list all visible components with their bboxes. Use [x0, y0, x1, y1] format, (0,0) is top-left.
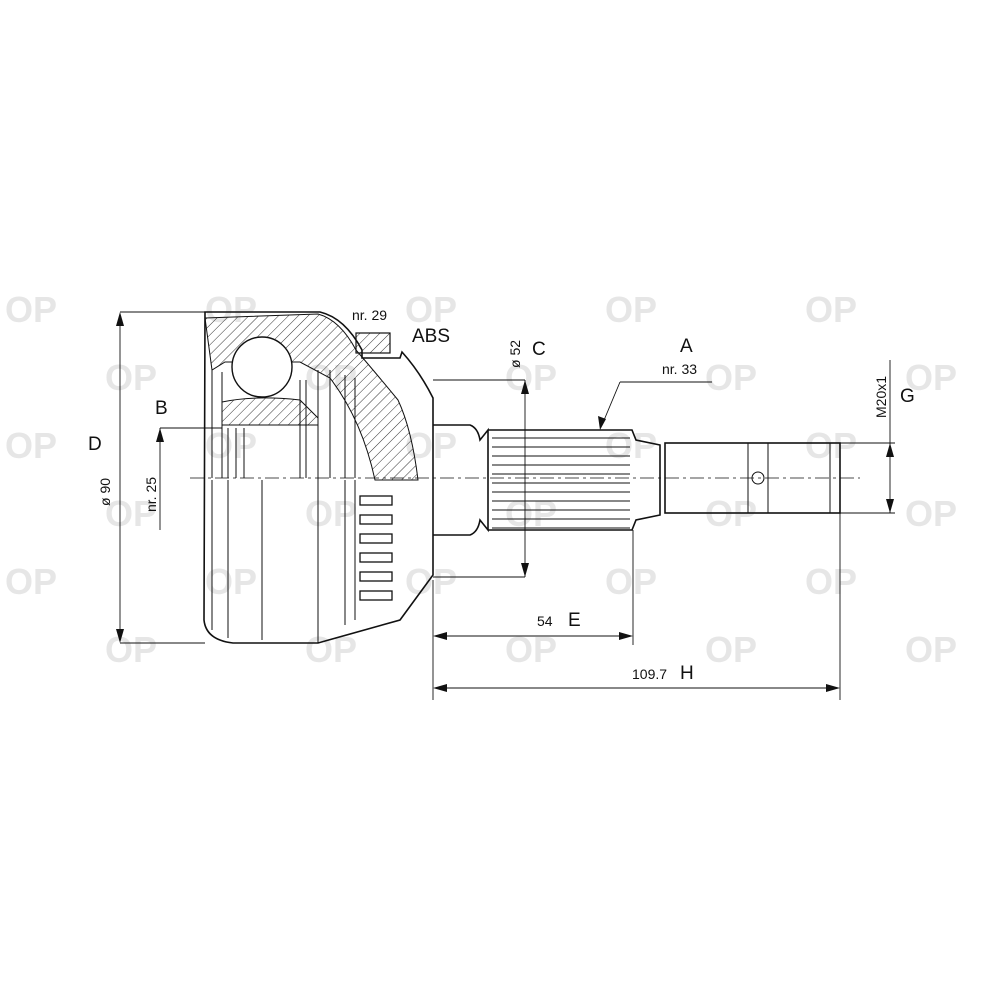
abs-ring-plate — [355, 332, 391, 354]
abs-tooth — [359, 514, 393, 525]
watermark-text: OP — [805, 561, 857, 602]
watermark-text: OP — [605, 289, 657, 330]
label-c: C — [532, 339, 546, 360]
abs-tooth — [359, 590, 393, 601]
watermark-text: OP — [505, 493, 557, 534]
ball-bearing — [231, 336, 293, 398]
watermark-text: OP — [905, 357, 957, 398]
watermark-text: OP — [705, 357, 757, 398]
dimension-lines — [116, 311, 895, 700]
watermark-text: OP — [605, 425, 657, 466]
watermark-text: OP — [305, 629, 357, 670]
label-d-value: ø 90 — [97, 478, 113, 506]
label-a: A — [680, 336, 693, 357]
watermark-text: OP — [405, 289, 457, 330]
abs-ring-teeth — [359, 495, 393, 601]
label-e: E — [568, 610, 581, 631]
label-c-value: ø 52 — [507, 340, 523, 368]
watermark-text: OP — [205, 561, 257, 602]
watermark-layer: OP OP OP OP OP OP OP OP OP OP OP OP OP OP OP OP OP OP OP OP… — [5, 289, 957, 670]
abs-tooth — [359, 571, 393, 582]
watermark-text: OP — [705, 629, 757, 670]
watermark-text: OP — [905, 493, 957, 534]
watermark-text: OP — [205, 425, 257, 466]
label-abs: ABS — [412, 326, 450, 347]
label-g: G — [900, 386, 915, 407]
abs-tooth — [359, 533, 393, 544]
label-b: B — [155, 398, 168, 419]
watermark-text: OP — [5, 425, 57, 466]
label-d: D — [88, 434, 102, 455]
abs-tooth — [359, 495, 393, 506]
watermark-text: OP — [805, 425, 857, 466]
label-h: H — [680, 663, 694, 684]
watermark-text: OP — [905, 629, 957, 670]
watermark-text: OP — [305, 493, 357, 534]
watermark-text: OP — [5, 561, 57, 602]
watermark-text: OP — [605, 561, 657, 602]
watermark-text: OP — [105, 629, 157, 670]
joint-housing — [203, 311, 434, 644]
label-abs-nr: nr. 29 — [352, 307, 387, 323]
label-e-value: 54 — [537, 613, 553, 629]
abs-tooth — [359, 552, 393, 563]
watermark-text: OP — [105, 357, 157, 398]
watermark-text: OP — [805, 289, 857, 330]
watermark-text: OP — [5, 289, 57, 330]
label-a-value: nr. 33 — [662, 361, 697, 377]
label-h-value: 109.7 — [632, 666, 667, 682]
watermark-text: OP — [505, 357, 557, 398]
label-b-value: nr. 25 — [143, 477, 159, 512]
label-g-value: M20x1 — [873, 376, 889, 418]
watermark-text: OP — [505, 629, 557, 670]
inner-race-hatch — [221, 397, 319, 426]
watermark-text: OP — [405, 561, 457, 602]
watermark-text: OP — [105, 493, 157, 534]
spline-lines — [492, 437, 630, 529]
